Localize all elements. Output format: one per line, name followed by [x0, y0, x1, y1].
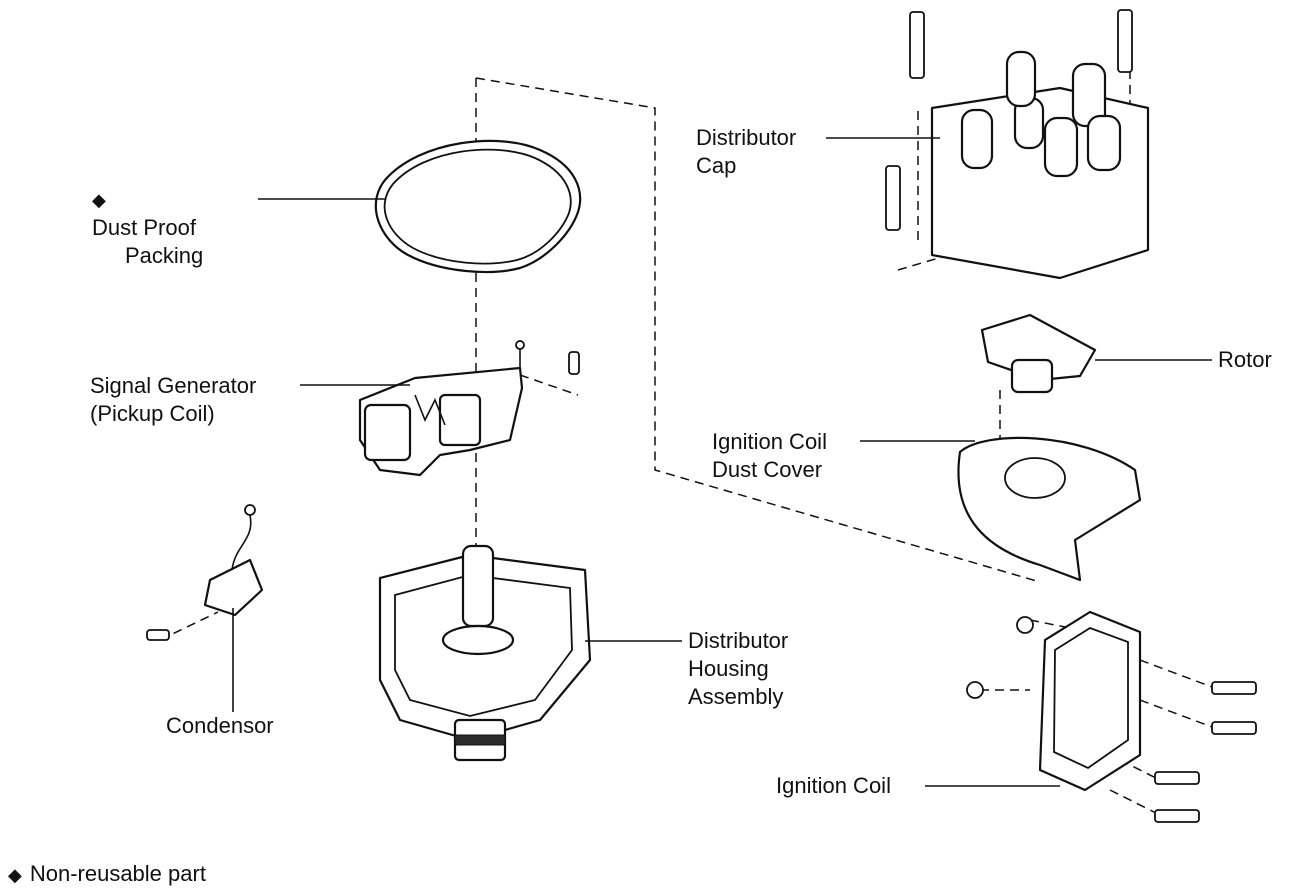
ignition-coil-dust-cover-part	[957, 436, 1142, 582]
label-distributor-cap: Distributor Cap	[696, 125, 797, 178]
distributor-cap-part	[885, 9, 1150, 280]
label-ignition-coil-dust-cover: Ignition Coil Dust Cover	[712, 429, 827, 482]
label-condensor: Condensor	[166, 713, 274, 738]
rotor-part	[980, 313, 1097, 394]
leader-lines	[232, 137, 1212, 787]
legend-text: Non-reusable part	[29, 861, 206, 886]
distributor-housing-part	[378, 544, 592, 762]
non-reusable-marker: ◆	[92, 190, 106, 210]
signal-generator-part	[358, 340, 580, 477]
label-rotor: Rotor	[1218, 347, 1272, 372]
dust-proof-packing-part	[374, 139, 582, 274]
label-signal-generator: Signal Generator (Pickup Coil)	[90, 373, 257, 426]
condensor-part	[146, 504, 264, 641]
label-distributor-housing-assembly: Distributor Housing Assembly	[688, 628, 789, 709]
label-ignition-coil: Ignition Coil	[776, 773, 891, 798]
legend-diamond-icon: ◆	[8, 865, 22, 885]
legend-non-reusable: ◆ Non-reusable part	[8, 860, 206, 889]
ignition-coil-part	[966, 610, 1257, 823]
label-dust-proof-packing: ◆Dust Proof Packing	[92, 186, 203, 270]
